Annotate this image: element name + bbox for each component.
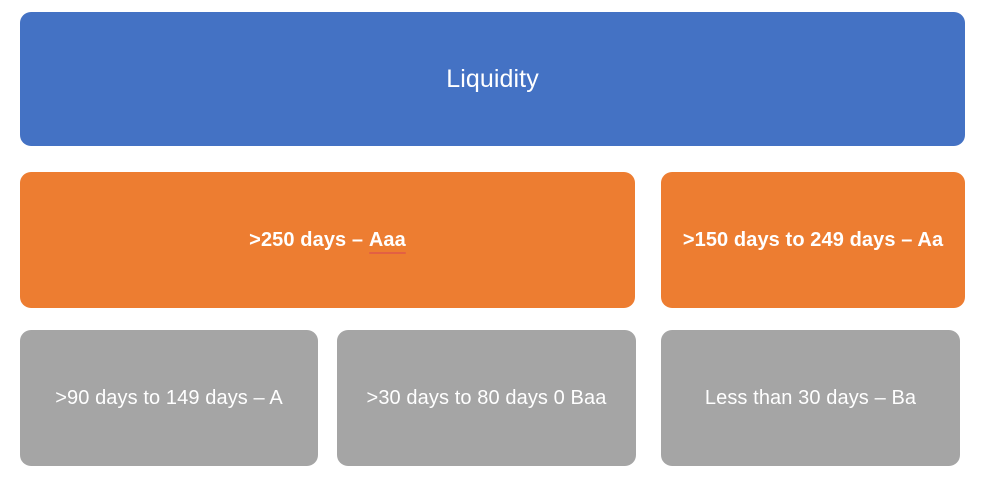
- node-label: >150 days to 249 days – Aa: [682, 228, 944, 251]
- node-ba-less-than-30-days[interactable]: Less than 30 days – Ba: [661, 330, 960, 466]
- node-label: >90 days to 149 days – A: [55, 386, 283, 409]
- node-label-wrapper: >250 days – Aaa: [249, 228, 406, 255]
- node-liquidity-root[interactable]: Liquidity: [20, 12, 965, 146]
- node-rating-aaa: Aaa: [368, 228, 406, 255]
- node-aa-150-to-249-days[interactable]: >150 days to 249 days – Aa: [661, 172, 965, 308]
- node-label: Less than 30 days – Ba: [704, 386, 917, 409]
- node-label: Liquidity: [446, 64, 539, 93]
- node-label: >30 days to 80 days 0 Baa: [366, 386, 607, 409]
- node-label: >250 days –: [249, 228, 369, 251]
- node-aaa-250-days[interactable]: >250 days – Aaa: [20, 172, 635, 308]
- node-baa-30-to-80-days[interactable]: >30 days to 80 days 0 Baa: [337, 330, 636, 466]
- node-a-90-to-149-days[interactable]: >90 days to 149 days – A: [20, 330, 318, 466]
